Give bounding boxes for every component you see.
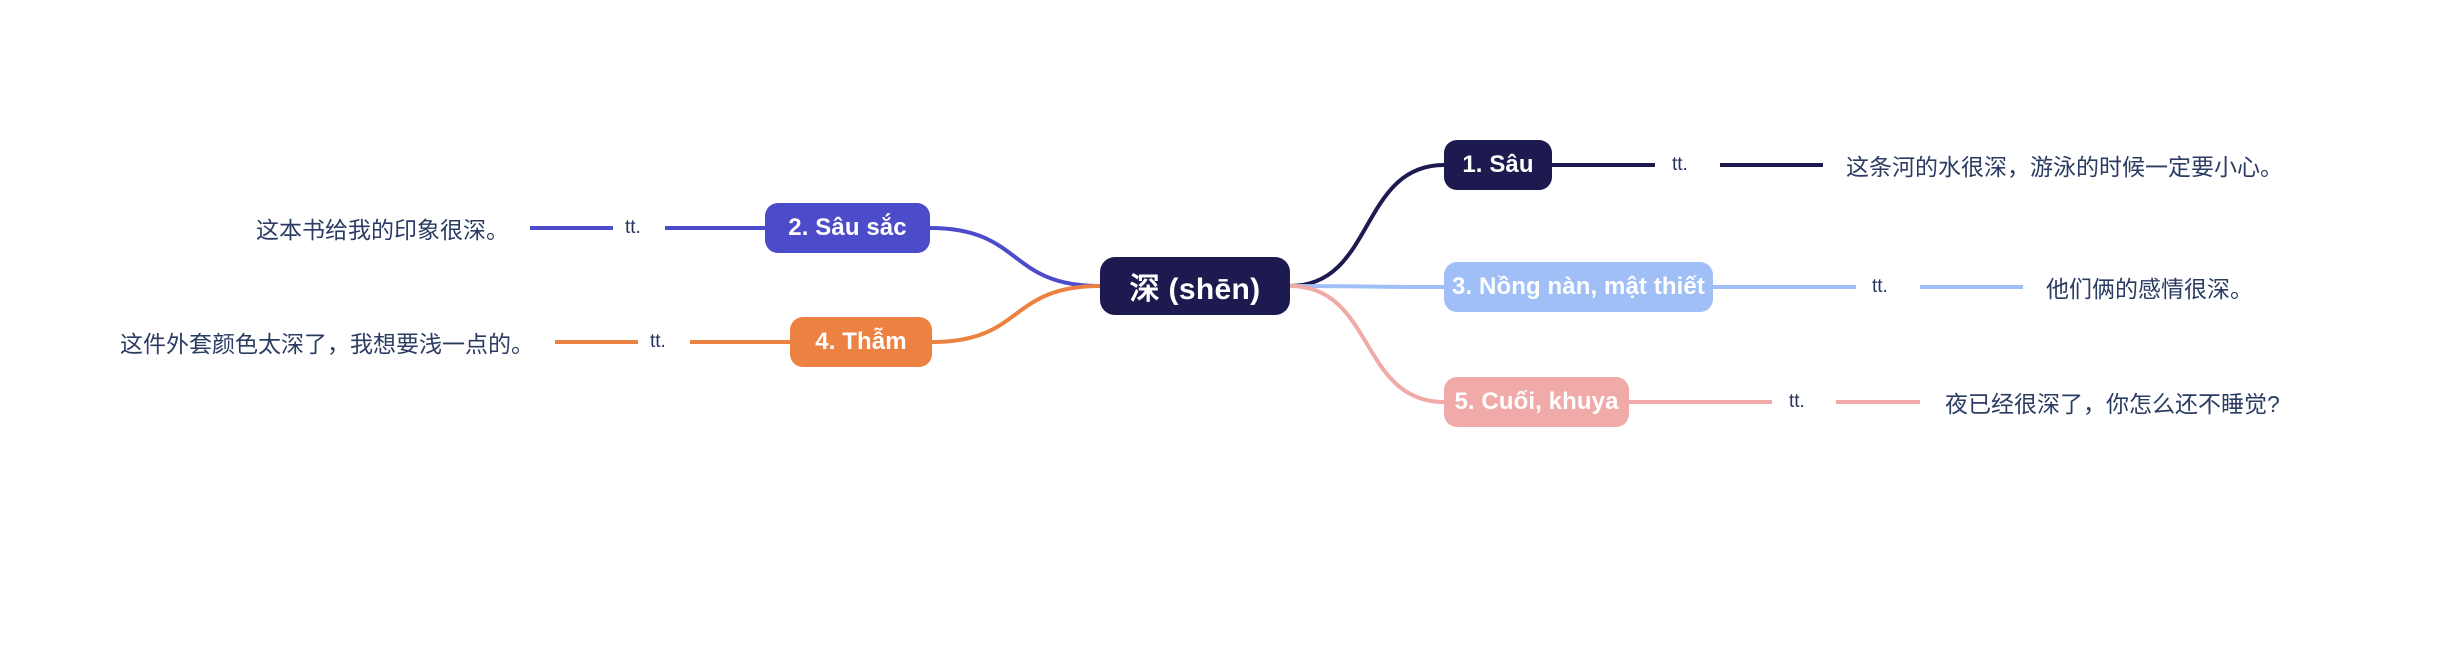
connector-type-label-branch-1: tt. (1672, 154, 1688, 175)
example-sentence-branch-5: 夜已经很深了，你怎么还不睡觉? (1945, 391, 2280, 417)
branch-node-branch-4[interactable]: 4. Thẫm (790, 317, 932, 367)
example-sentence-branch-1: 这条河的水很深，游泳的时候一定要小心。 (1846, 154, 2283, 180)
branch-curve-branch-4 (930, 284, 1102, 344)
example-sentence-branch-4: 这件外套颜色太深了，我想要浅一点的。 (120, 331, 534, 357)
branch-curve-branch-3 (1288, 284, 1446, 289)
connector-type-label-branch-5: tt. (1789, 391, 1805, 412)
branch-curve-branch-1 (1288, 163, 1446, 288)
branch-node-branch-1[interactable]: 1. Sâu (1444, 140, 1552, 190)
branch-node-label: 4. Thẫm (815, 328, 907, 355)
central-node[interactable]: 深 (shēn) (1100, 257, 1290, 315)
branch-node-branch-5[interactable]: 5. Cuối, khuya (1444, 377, 1629, 427)
branch-node-label: 3. Nồng nàn, mật thiết (1452, 273, 1705, 300)
connector-type-label-branch-4: tt. (650, 331, 666, 352)
branch-node-label: 5. Cuối, khuya (1454, 388, 1619, 415)
connector-type-label-branch-2: tt. (625, 217, 641, 238)
branch-curve-branch-2 (928, 226, 1102, 288)
connector-type-label-branch-3: tt. (1872, 276, 1888, 297)
branch-curve-branch-5 (1288, 284, 1446, 404)
example-sentence-branch-3: 他们俩的感情很深。 (2046, 276, 2253, 302)
branch-node-label: 1. Sâu (1462, 151, 1534, 178)
example-sentence-branch-2: 这本书给我的印象很深。 (256, 217, 509, 243)
branch-node-branch-3[interactable]: 3. Nồng nàn, mật thiết (1444, 262, 1713, 312)
branch-node-branch-2[interactable]: 2. Sâu sắc (765, 203, 930, 253)
central-node-label: 深 (shēn) (1129, 273, 1261, 306)
branch-node-label: 2. Sâu sắc (788, 214, 907, 241)
